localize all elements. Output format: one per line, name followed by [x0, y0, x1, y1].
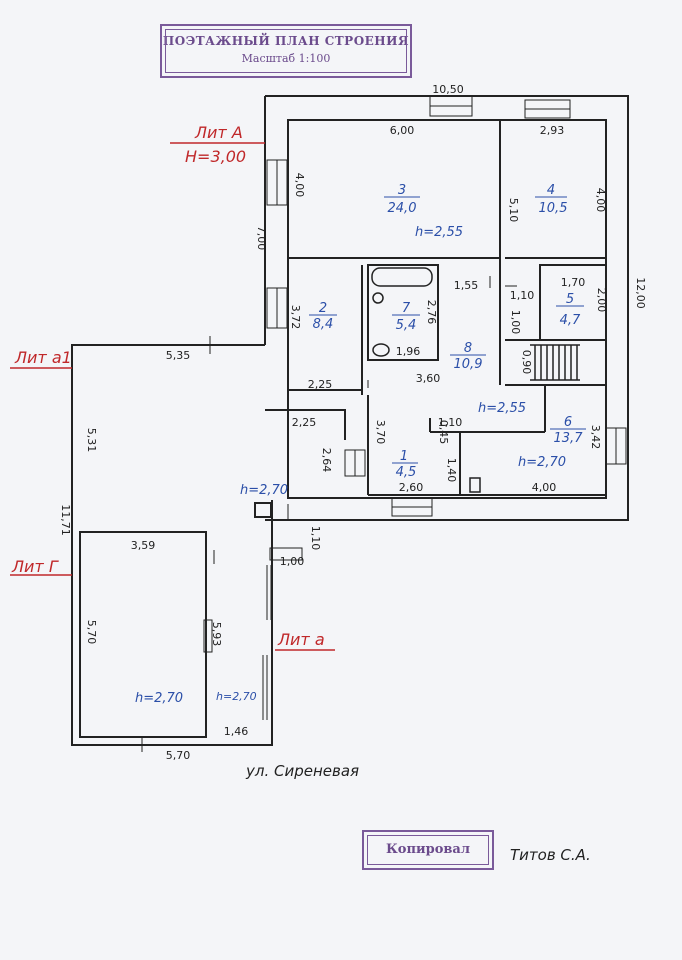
lit-g-label: Лит Г	[11, 557, 59, 576]
plan-label: 5,70	[85, 620, 98, 645]
height-h1: h=2,55	[415, 225, 463, 240]
plan-label: 10,5	[539, 201, 568, 216]
plan-label: 1,96	[396, 345, 421, 358]
plan-label: 5,35	[166, 349, 191, 362]
plan-label: 10,50	[432, 83, 464, 96]
room-2: 28,4	[309, 301, 337, 332]
plan-label: 5,4	[396, 318, 417, 333]
height-h4: h=2,70	[240, 483, 288, 498]
room-3: 324,0	[384, 183, 420, 216]
plan-label: 5,93	[210, 622, 223, 647]
annex-walls	[71, 344, 273, 746]
plan-label: 3,59	[131, 539, 156, 552]
plan-label: 1,10	[510, 289, 535, 302]
height-label: H=3,00	[185, 147, 246, 166]
plan-label: 13,7	[554, 431, 584, 446]
inner-walls	[287, 119, 607, 499]
plan-label: 7,00	[255, 226, 268, 251]
street-label: ул. Сиреневая	[245, 762, 359, 780]
plan-label: 5,31	[85, 428, 98, 453]
room-7: 75,4	[392, 301, 420, 333]
room-4: 410,5	[535, 183, 567, 216]
lit-a1-label: Лит а1	[14, 348, 72, 367]
plan-label: 12,00	[634, 277, 647, 309]
plan-label: 2,25	[308, 378, 333, 391]
plan-label: 1,00	[509, 310, 522, 335]
plan-label: 1	[400, 449, 408, 464]
copy-stamp: Копировал	[362, 830, 494, 870]
plan-label: 1,10	[438, 416, 463, 429]
lit-labels: Лит А H=3,00 Лит а1 Лит Г Лит а	[11, 123, 325, 649]
height-h2: h=2,55	[478, 401, 526, 416]
plan-label: 1,46	[224, 725, 249, 738]
room-labels: 14,5 28,4 324,0 410,5 54,7 613,7 75,4 81…	[309, 183, 586, 480]
plan-label: 0,45	[437, 420, 450, 445]
height-h5: h=2,70	[135, 691, 183, 706]
plan-label: 2,25	[292, 416, 317, 429]
plan-label: 5,70	[166, 749, 191, 762]
stairs	[530, 344, 580, 381]
plan-label: 4,5	[396, 465, 417, 480]
copy-stamp-text: Копировал	[385, 842, 471, 857]
plan-label: 8	[464, 341, 472, 356]
plan-label: 7	[402, 301, 411, 316]
plan-label: 1,70	[561, 276, 586, 289]
plan-label: 2	[319, 301, 327, 316]
plan-label: 11,71	[59, 504, 72, 536]
room-1: 14,5	[392, 449, 418, 480]
lit-a-label: Лит а	[277, 630, 325, 649]
room-6: 613,7	[550, 415, 586, 446]
plan-label: 1,40	[445, 458, 458, 483]
plan-label: 4,00	[594, 188, 607, 213]
plan-label: 3,60	[416, 372, 441, 385]
lit-a-main-label: Лит А	[194, 123, 243, 142]
height-labels: h=2,55 h=2,55 h=2,70 h=2,70 h=2,70 h=2,7…	[135, 225, 566, 706]
height-h6: h=2,70	[216, 690, 257, 703]
plan-label: 2,64	[320, 448, 333, 473]
title-stamp: ПОЭТАЖНЫЙ ПЛАН СТРОЕНИЯ Масштаб 1:100	[160, 24, 412, 78]
stamp-scale-text: Масштаб 1:100	[241, 52, 331, 65]
bath-fixtures	[371, 267, 481, 493]
plan-label: 1,55	[454, 279, 479, 292]
plan-label: 3,72	[289, 305, 302, 330]
plan-label: 4,7	[560, 313, 581, 328]
plan-label: 1,10	[309, 526, 322, 551]
plan-label: 0,90	[520, 350, 533, 375]
plan-label: 24,0	[388, 201, 417, 216]
dimension-ticks	[141, 276, 517, 752]
room-5: 54,7	[556, 292, 584, 328]
windows	[203, 95, 627, 720]
plan-label: 1,00	[280, 555, 305, 568]
plan-label: 2,76	[425, 300, 438, 325]
plan-label: 8,4	[313, 317, 334, 332]
plan-label: 6	[564, 415, 572, 430]
dimension-labels: 10,50 6,00 2,93 4,00 5,10 4,00 7,00 12,0…	[59, 83, 647, 762]
room-8: 810,9	[450, 341, 486, 372]
plan-label: 4,00	[532, 481, 557, 494]
plan-label: 2,60	[399, 481, 424, 494]
height-h3: h=2,70	[518, 455, 566, 470]
plan-label: 2,00	[595, 288, 608, 313]
plan-label: 4,00	[293, 173, 306, 198]
plan-label: 5	[566, 292, 574, 307]
plan-label: 3,70	[374, 420, 387, 445]
plan-label: 3	[398, 183, 406, 198]
plan-label: 2,93	[540, 124, 565, 137]
signature-text: Титов С.А.	[510, 846, 591, 864]
plan-label: 6,00	[390, 124, 415, 137]
plan-label: 4	[547, 183, 555, 198]
plan-label: 3,42	[589, 425, 602, 450]
plan-label: 5,10	[507, 198, 520, 223]
stamp-title-text: ПОЭТАЖНЫЙ ПЛАН СТРОЕНИЯ	[162, 34, 410, 48]
plan-label: 10,9	[454, 357, 483, 372]
lit-leaders	[10, 142, 335, 651]
